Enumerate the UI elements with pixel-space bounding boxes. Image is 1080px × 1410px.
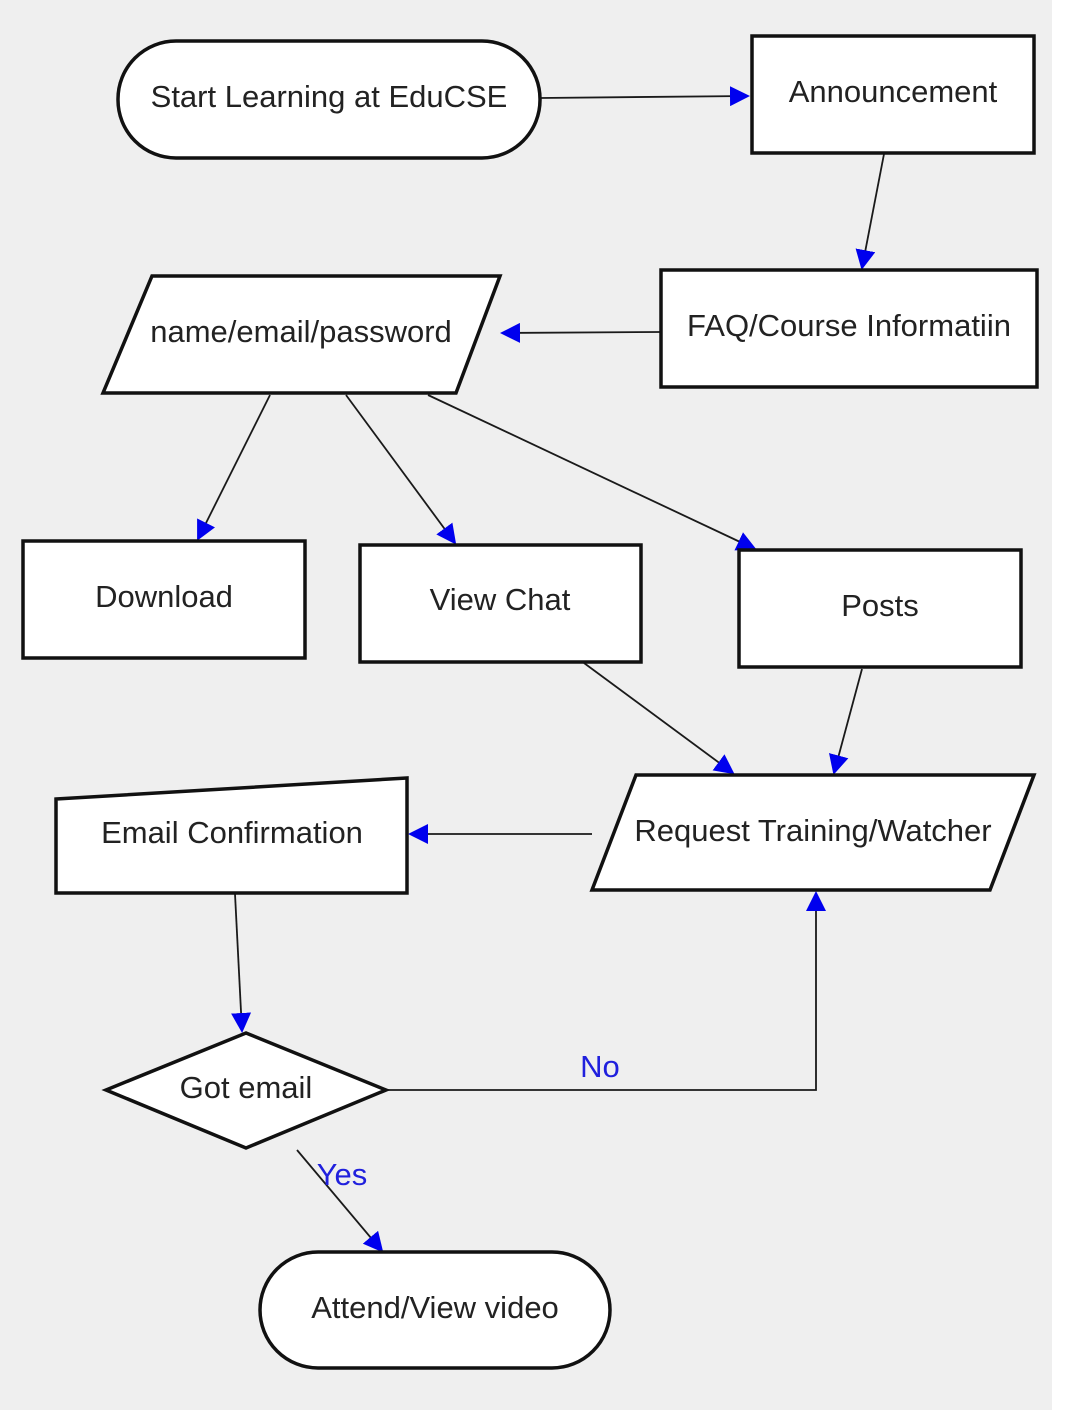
node-attend: Attend/View video <box>258 1250 612 1370</box>
node-request-shape <box>589 773 1037 892</box>
node-download: Download <box>21 539 307 660</box>
edge-announcement-to-faq <box>855 153 885 270</box>
node-attend-shape <box>258 1250 612 1370</box>
node-attend-label: Attend/View video <box>311 1290 559 1325</box>
node-start-shape <box>116 39 542 160</box>
edge-credentials-to-download <box>197 394 271 541</box>
node-view-chat: View Chat <box>358 543 643 664</box>
node-credentials-label: name/email/password <box>150 314 452 349</box>
node-download-shape <box>21 539 307 660</box>
node-credentials: name/email/password <box>100 274 503 395</box>
edge-credentials-to-view-chat <box>345 394 457 545</box>
node-announcement-label: Announcement <box>789 74 998 109</box>
node-view-chat-label: View Chat <box>430 582 571 617</box>
node-got-email-shape <box>101 1031 391 1150</box>
edge-label-yes: Yes <box>317 1157 368 1192</box>
node-posts-shape <box>737 548 1023 669</box>
node-posts: Posts <box>737 548 1023 669</box>
node-email-confirmation-shape <box>54 776 409 895</box>
background <box>0 0 1052 1410</box>
node-download-label: Download <box>95 579 233 614</box>
node-announcement: Announcement <box>750 34 1036 155</box>
node-credentials-shape <box>100 274 503 395</box>
node-email-confirmation-label: Email Confirmation <box>101 815 363 850</box>
node-announcement-shape <box>750 34 1036 155</box>
flowchart-svg: No Yes Start Learning at EduCSE Announce… <box>0 0 1052 1410</box>
node-request-label: Request Training/Watcher <box>634 813 991 848</box>
node-start: Start Learning at EduCSE <box>116 39 542 160</box>
node-faq-shape <box>659 268 1039 389</box>
node-email-confirmation: Email Confirmation <box>54 776 409 895</box>
edge-credentials-to-posts <box>427 394 757 551</box>
node-request: Request Training/Watcher <box>589 773 1037 892</box>
node-view-chat-shape <box>358 543 643 664</box>
edge-label-no: No <box>580 1049 620 1084</box>
edge-got-email-no-to-request <box>386 891 826 1091</box>
node-got-email-label: Got email <box>180 1070 313 1105</box>
node-posts-label: Posts <box>841 588 919 623</box>
edge-posts-to-request <box>829 668 863 775</box>
edge-start-to-announcement <box>539 86 750 107</box>
edge-faq-to-credentials <box>500 322 661 343</box>
edge-got-email-yes-to-attend <box>296 1149 384 1253</box>
node-faq-label: FAQ/Course Informatiin <box>687 308 1011 343</box>
node-start-label: Start Learning at EduCSE <box>151 79 508 114</box>
edge-email-confirmation-to-got-email <box>231 893 252 1033</box>
edge-view-chat-to-request <box>583 662 735 775</box>
node-faq: FAQ/Course Informatiin <box>659 268 1039 389</box>
node-got-email: Got email <box>101 1031 391 1150</box>
edges: No Yes <box>197 86 885 1253</box>
flowchart-canvas: No Yes Start Learning at EduCSE Announce… <box>0 0 1052 1410</box>
nodes: Start Learning at EduCSE Announcement FA… <box>21 34 1039 1370</box>
